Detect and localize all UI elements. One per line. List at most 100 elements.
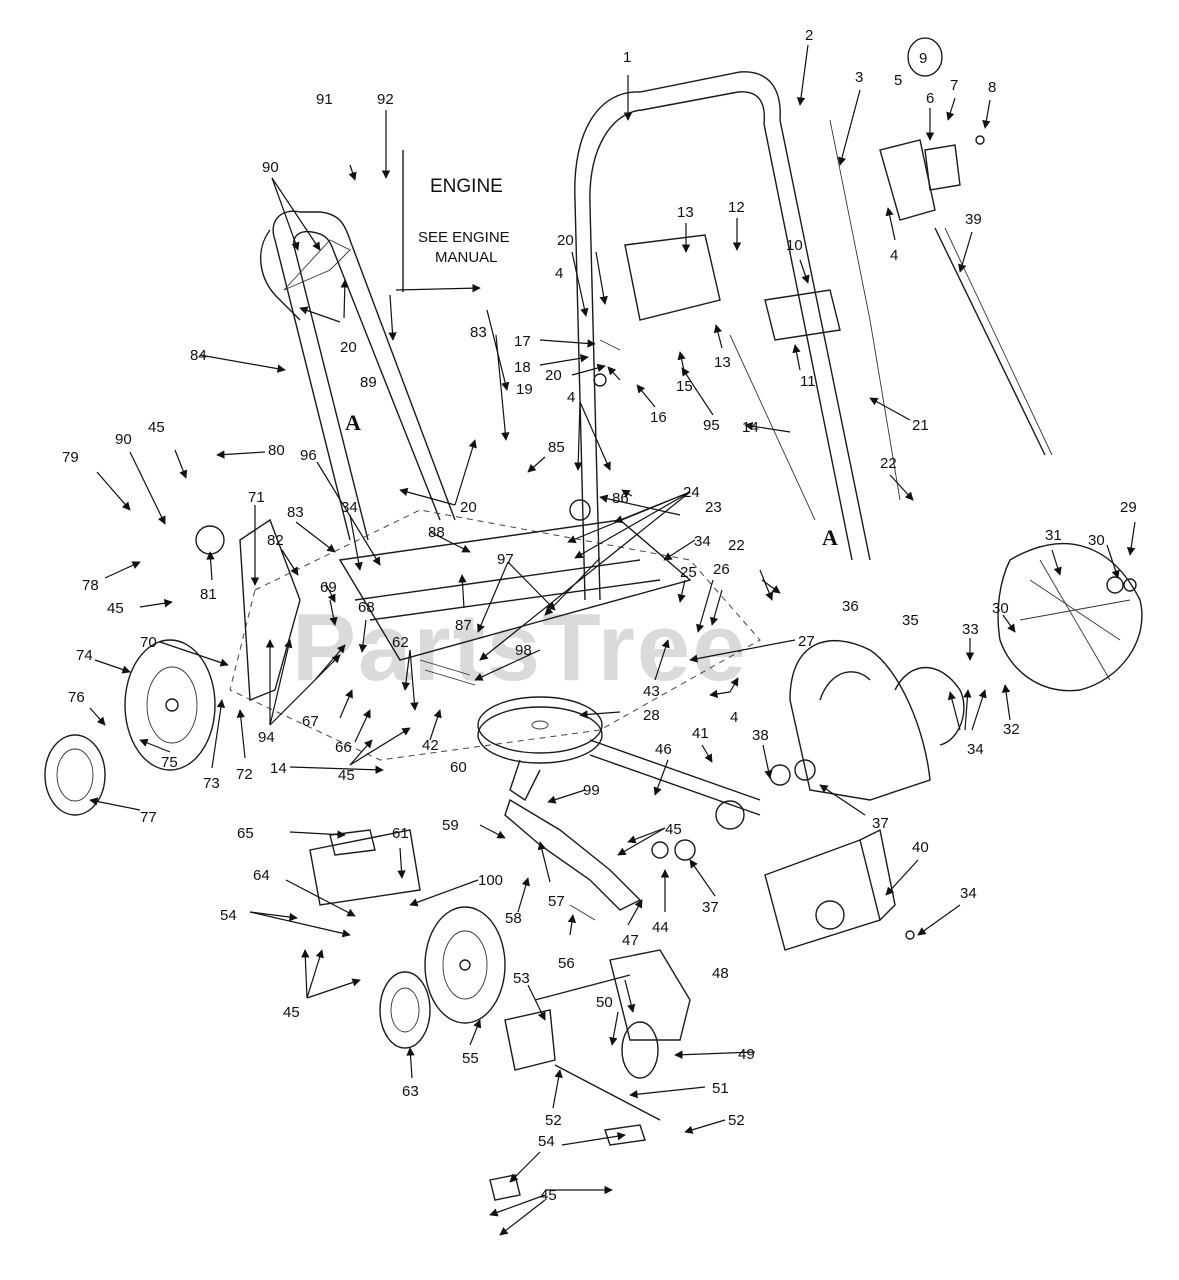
callout-57: 57 bbox=[548, 893, 565, 910]
callout-74: 74 bbox=[76, 647, 93, 664]
engine-title: ENGINE bbox=[430, 176, 503, 197]
callout-46: 46 bbox=[655, 741, 672, 758]
callout-71: 71 bbox=[248, 489, 265, 506]
callout-45: 45 bbox=[665, 821, 682, 838]
section-marker-a-right: A bbox=[822, 525, 838, 550]
callout-53: 53 bbox=[513, 970, 530, 987]
callout-54: 54 bbox=[220, 907, 237, 924]
callout-98: 98 bbox=[515, 642, 532, 659]
callout-84: 84 bbox=[190, 347, 207, 364]
callout-78: 78 bbox=[82, 577, 99, 594]
part-callouts: 1 2 3 5 6 7 8 4 39 12 13 20 10 4 17 13 1… bbox=[62, 27, 1137, 1204]
callout-52: 52 bbox=[728, 1112, 745, 1129]
callout-97: 97 bbox=[497, 551, 514, 568]
callout-21: 21 bbox=[912, 417, 929, 434]
engine-note-line1: SEE ENGINE bbox=[418, 229, 510, 246]
callout-10: 10 bbox=[786, 237, 803, 254]
gear-box bbox=[764, 828, 896, 951]
engine-note: ENGINE SEE ENGINE MANUAL bbox=[418, 176, 510, 266]
callout-5: 5 bbox=[894, 72, 902, 89]
callout-99: 99 bbox=[583, 782, 600, 799]
callout-37: 37 bbox=[702, 899, 719, 916]
callout-45: 45 bbox=[540, 1187, 557, 1204]
callout-1: 1 bbox=[623, 49, 631, 66]
callout-89: 89 bbox=[360, 374, 377, 391]
callout-28: 28 bbox=[643, 707, 660, 724]
callout-11: 11 bbox=[800, 373, 816, 390]
callout-61: 61 bbox=[392, 825, 409, 842]
callout-58: 58 bbox=[505, 910, 522, 927]
callout-31: 31 bbox=[1045, 527, 1062, 544]
callout-34: 34 bbox=[694, 533, 711, 550]
callout-32: 32 bbox=[1003, 721, 1020, 738]
callout-22: 22 bbox=[880, 455, 897, 472]
callout-87: 87 bbox=[455, 617, 472, 634]
callout-88: 88 bbox=[428, 524, 445, 541]
callout-72: 72 bbox=[236, 766, 253, 783]
circled-callout-9: 9 bbox=[907, 37, 943, 77]
callout-45: 45 bbox=[148, 419, 165, 436]
engine-note-line2: MANUAL bbox=[435, 249, 498, 266]
callout-60: 60 bbox=[450, 759, 467, 776]
callout-20: 20 bbox=[545, 367, 562, 384]
callout-79: 79 bbox=[62, 449, 79, 466]
callout-23: 23 bbox=[705, 499, 722, 516]
chassis-frame bbox=[239, 518, 692, 702]
callout-35: 35 bbox=[902, 612, 919, 629]
callout-4: 4 bbox=[567, 389, 575, 406]
callout-50: 50 bbox=[596, 994, 613, 1011]
callout-3: 3 bbox=[855, 69, 863, 86]
leader-lines bbox=[89, 44, 1136, 1236]
callout-6: 6 bbox=[926, 90, 934, 107]
callout-85: 85 bbox=[548, 439, 565, 456]
callout-62: 62 bbox=[392, 634, 409, 651]
callout-54: 54 bbox=[538, 1133, 555, 1150]
callout-45: 45 bbox=[338, 767, 355, 784]
callout-42: 42 bbox=[422, 737, 439, 754]
callout-12: 12 bbox=[728, 199, 745, 216]
callout-36: 36 bbox=[842, 598, 859, 615]
callout-37: 37 bbox=[872, 815, 889, 832]
callout-82: 82 bbox=[267, 532, 284, 549]
section-marker-a-left: A bbox=[345, 410, 361, 435]
callout-83: 83 bbox=[287, 504, 304, 521]
callout-7: 7 bbox=[950, 77, 958, 94]
callout-100: 100 bbox=[478, 872, 503, 889]
callout-20: 20 bbox=[340, 339, 357, 356]
callout-4: 4 bbox=[555, 265, 563, 282]
callout-4: 4 bbox=[730, 709, 738, 726]
callout-8: 8 bbox=[988, 79, 996, 96]
wheel-hubcap-front bbox=[379, 971, 431, 1049]
callout-48: 48 bbox=[712, 965, 729, 982]
callout-94: 94 bbox=[258, 729, 275, 746]
callout-64: 64 bbox=[253, 867, 270, 884]
callout-76: 76 bbox=[68, 689, 85, 706]
callout-34: 34 bbox=[967, 741, 984, 758]
callout-86: 86 bbox=[612, 490, 629, 507]
callout-65: 65 bbox=[237, 825, 254, 842]
callout-20: 20 bbox=[460, 499, 477, 516]
callout-14: 14 bbox=[742, 419, 759, 436]
callout-44: 44 bbox=[652, 919, 669, 936]
callout-45: 45 bbox=[107, 600, 124, 617]
pulley bbox=[477, 696, 603, 802]
callout-73: 73 bbox=[203, 775, 220, 792]
callout-17: 17 bbox=[514, 333, 531, 350]
callout-4: 4 bbox=[890, 247, 898, 264]
control-bracket bbox=[624, 139, 961, 341]
callout-70: 70 bbox=[140, 634, 157, 651]
blade-housing bbox=[789, 639, 965, 801]
front-axle-bracket bbox=[309, 829, 421, 906]
callout-26: 26 bbox=[713, 561, 730, 578]
callout-45: 45 bbox=[283, 1004, 300, 1021]
callout-75: 75 bbox=[161, 754, 178, 771]
callout-95: 95 bbox=[703, 417, 720, 434]
callout-34: 34 bbox=[960, 885, 977, 902]
callout-15: 15 bbox=[676, 378, 693, 395]
callout-9: 9 bbox=[919, 50, 927, 67]
callout-59: 59 bbox=[442, 817, 459, 834]
callout-40: 40 bbox=[912, 839, 929, 856]
callout-14: 14 bbox=[270, 760, 287, 777]
handle-grip-area bbox=[260, 229, 351, 321]
